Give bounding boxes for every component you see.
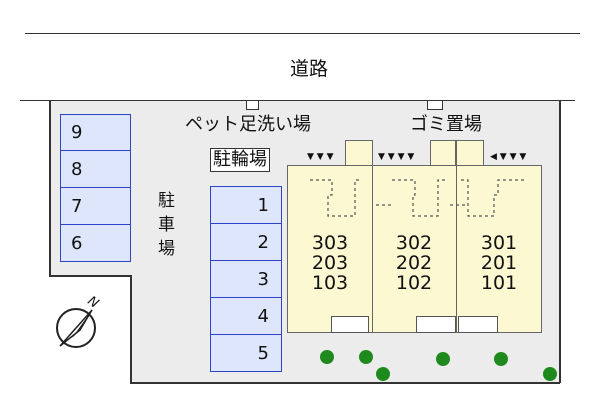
entrance-3 [458, 316, 498, 333]
building-unit-1 [456, 165, 542, 333]
room-stack-3: 303 203 103 [290, 233, 370, 293]
parking-space-3: 3 [210, 260, 282, 298]
balcony-outlines [310, 179, 524, 217]
parking-space-6: 6 [60, 224, 131, 262]
room-stack-2: 302 202 102 [374, 233, 454, 293]
parking-label: 駐 車 場 [158, 193, 178, 265]
room-stack-1: 301 201 101 [459, 233, 539, 293]
compass-icon [56, 308, 96, 348]
room-number: 101 [480, 272, 518, 294]
parking-label-char-2: 車 [158, 215, 175, 235]
room-number: 102 [395, 272, 433, 294]
entrance-2 [416, 316, 456, 333]
lot-edge-bottom [130, 382, 560, 384]
compass: N [54, 294, 114, 360]
pet-wash-label: ペット足洗い場 [185, 114, 311, 135]
room-number: 303 [311, 232, 349, 254]
road-bottom-edge [20, 100, 575, 101]
parking-space-7: 7 [60, 187, 131, 225]
parking-label-char-1: 駐 [158, 191, 175, 211]
parking-space-1: 1 [210, 186, 282, 224]
parking-space-8: 8 [60, 150, 131, 188]
room-number: 202 [395, 252, 433, 274]
tree-icon [494, 352, 508, 366]
parking-space-5: 5 [210, 334, 282, 372]
entrance-1 [331, 316, 369, 333]
lot-edge-left [49, 101, 51, 276]
parking-space-2: 2 [210, 223, 282, 261]
lot-edge-step [49, 275, 131, 277]
tree-icon [436, 352, 450, 366]
parking-space-9: 9 [60, 114, 131, 151]
arrow-marks-3: ◀ ▼ ▼ ▼ [490, 152, 527, 162]
room-number: 302 [395, 232, 433, 254]
lot-left-margin [20, 101, 49, 276]
parking-space-4: 4 [210, 297, 282, 335]
garbage-marker [427, 100, 443, 110]
lot-edge-right [559, 101, 561, 383]
room-number: 103 [311, 272, 349, 294]
pet-wash-marker [246, 100, 259, 110]
arrow-marks-2: ▼ ▼ ▼ ▼ [378, 152, 415, 162]
bicycle-label: 駐輪場 [210, 148, 270, 172]
garbage-label: ゴミ置場 [410, 114, 482, 135]
parking-label-char-3: 場 [158, 239, 175, 259]
room-number: 301 [480, 232, 518, 254]
road-top-edge [25, 33, 580, 34]
lot-edge-left-lower [130, 275, 132, 383]
arrow-marks-1: ▼ ▼ ▼ [307, 152, 334, 162]
room-number: 203 [311, 252, 349, 274]
road-label: 道路 [290, 58, 329, 80]
tree-icon [376, 367, 390, 381]
tree-icon [543, 367, 557, 381]
tree-icon [320, 350, 334, 364]
tree-icon [359, 350, 373, 364]
room-number: 201 [480, 252, 518, 274]
lot-right-cutout [560, 101, 600, 401]
